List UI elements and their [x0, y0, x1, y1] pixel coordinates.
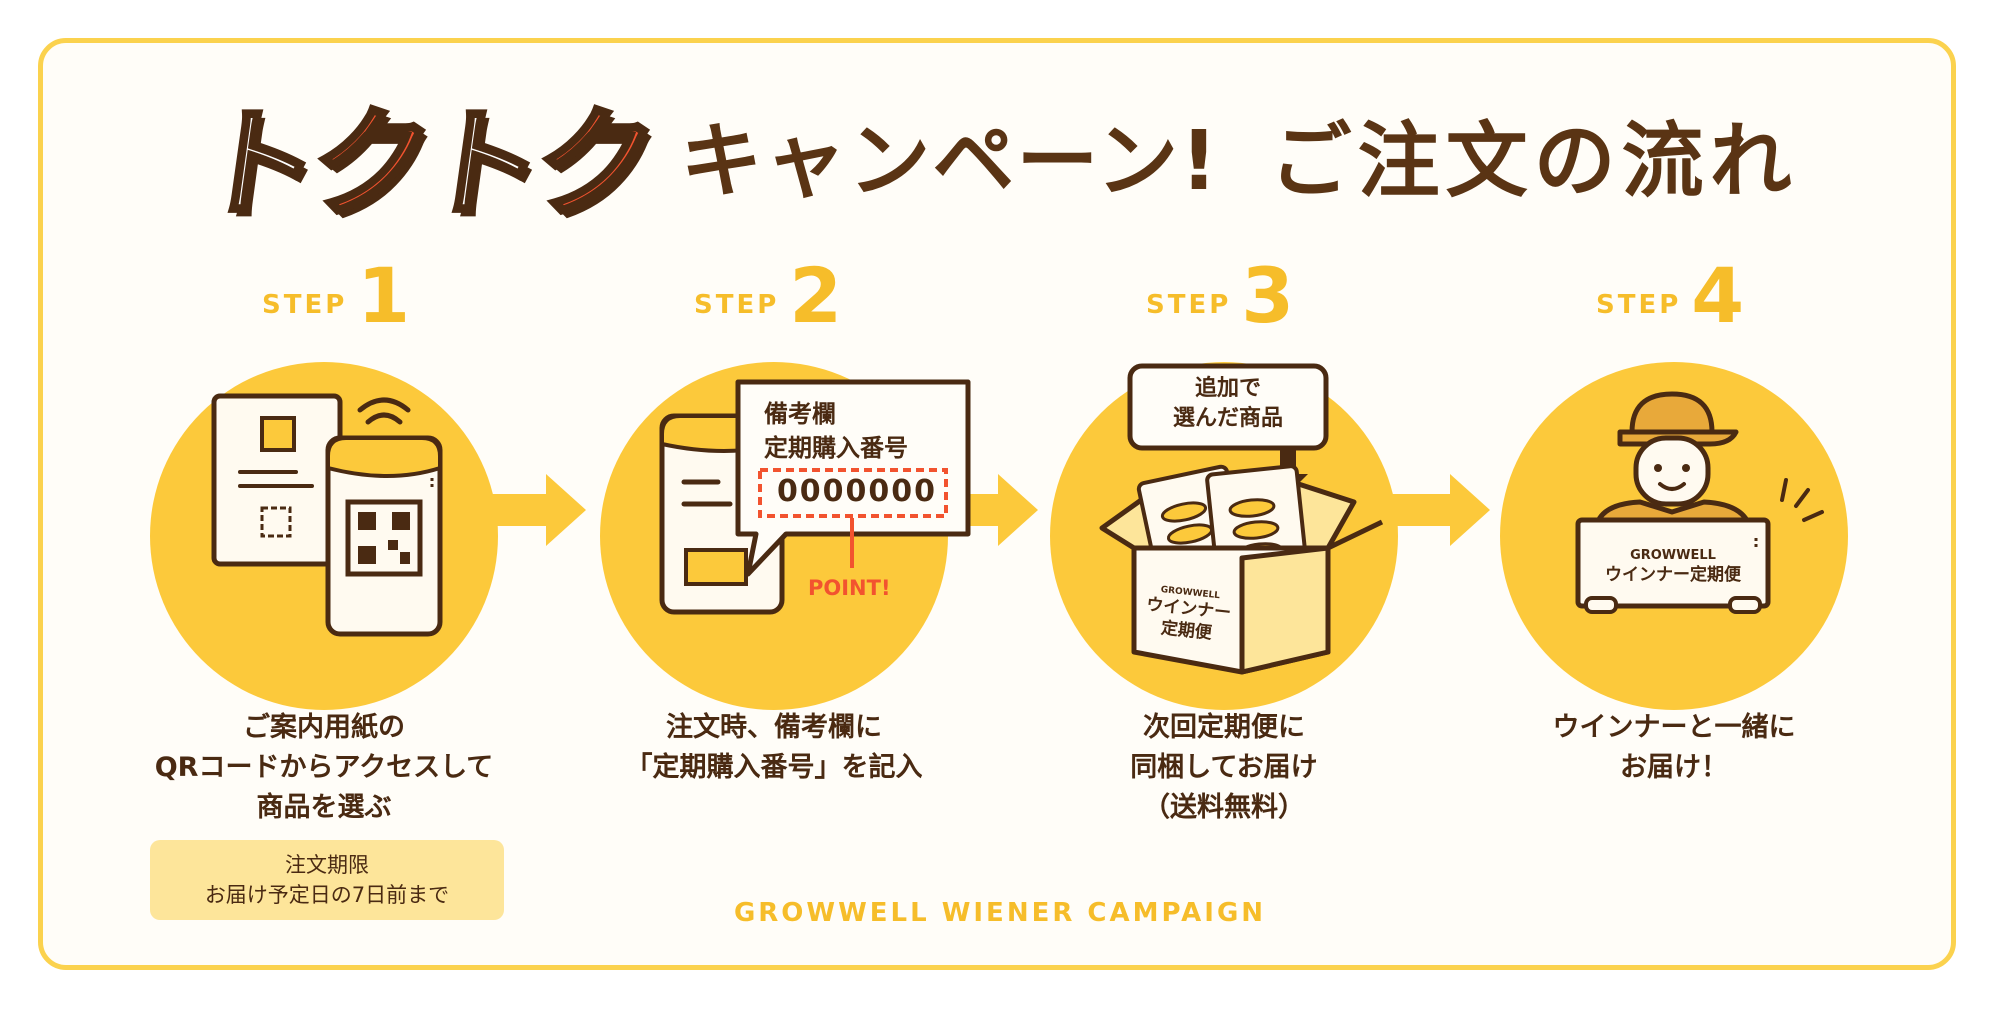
callout-text: 追加で 選んだ商品 — [1130, 374, 1326, 434]
bubble-text: 備考欄 定期購入番号 — [764, 397, 908, 465]
step-2-label: STEP 2 — [694, 251, 843, 340]
tokutoku-logo: ト ク ト ク — [189, 68, 662, 239]
step-4-description: ウインナーと一緒に お届け！ — [1484, 708, 1864, 788]
desc-line: QRコードからアクセスして — [154, 752, 494, 783]
callout-line-1: 追加で — [1194, 376, 1261, 401]
step-3-description: 次回定期便に 同梱してお届け （送料無料） — [1034, 708, 1414, 828]
step-word: STEP — [694, 290, 780, 320]
arrow-right-icon — [940, 474, 1038, 546]
arrow-right-icon — [488, 474, 586, 546]
order-deadline-note: 注文期限 お届け予定日の7日前まで — [150, 840, 504, 920]
order-code: 0000000 — [776, 474, 938, 509]
desc-line: 商品を選ぶ — [256, 792, 392, 823]
point-label: POINT! — [808, 576, 891, 600]
delivery-person-icon — [1575, 391, 1824, 614]
step-word: STEP — [262, 290, 348, 320]
bubble-line-1: 備考欄 — [764, 400, 836, 428]
step-word: STEP — [1146, 290, 1232, 320]
campaign-footer: GROWWELL WIENER CAMPAIGN — [733, 898, 1267, 928]
arrow-right-icon — [1392, 474, 1490, 546]
step-number: 3 — [1241, 251, 1295, 340]
sausage-box-icon — [1099, 363, 1384, 675]
step-2-description: 注文時、備考欄に 「定期購入番号」を記入 — [584, 708, 964, 788]
desc-line: ウインナーと一緒に — [1552, 712, 1796, 743]
step-number: 2 — [789, 251, 843, 340]
step-word: STEP — [1596, 290, 1682, 320]
step-1-description: ご案内用紙の QRコードからアクセスして 商品を選ぶ — [134, 708, 514, 828]
title-subtitle: ご注文の流れ — [1269, 113, 1798, 209]
sign-text: ウインナー定期便 — [1605, 565, 1741, 585]
qr-paper-phone-icon — [211, 393, 443, 637]
note-line-2: お届け予定日の7日前まで — [204, 883, 450, 907]
page-title: ト ク ト ク キャンペーン! ご注文の流れ — [0, 88, 2000, 235]
step-4-label: STEP 4 — [1596, 251, 1745, 340]
step-1-label: STEP 1 — [262, 251, 411, 340]
box-label: GROWWELL ウインナー 定期便 — [1133, 583, 1242, 648]
step-number: 4 — [1691, 251, 1745, 340]
note-line-1: 注文期限 — [285, 853, 369, 877]
title-campaign: キャンペーン! — [680, 113, 1220, 209]
desc-line: お届け！ — [1620, 752, 1728, 783]
desc-line: 次回定期便に — [1143, 712, 1305, 743]
desc-line: ご案内用紙の — [243, 712, 405, 743]
bubble-line-2: 定期購入番号 — [764, 434, 908, 462]
sign-label: GROWWELL ウインナー定期便 — [1580, 548, 1766, 587]
callout-line-2: 選んだ商品 — [1172, 406, 1283, 431]
title-char-4: ク — [525, 92, 661, 235]
memo-bubble-icon — [659, 379, 971, 615]
desc-line: （送料無料） — [1143, 792, 1305, 823]
desc-line: 注文時、備考欄に — [666, 712, 882, 743]
step-3-label: STEP 3 — [1146, 251, 1295, 340]
step-number: 1 — [357, 251, 411, 340]
sign-brand: GROWWELL — [1630, 548, 1716, 563]
desc-line: 同梱してお届け — [1130, 752, 1318, 783]
desc-line: 「定期購入番号」を記入 — [625, 752, 923, 783]
